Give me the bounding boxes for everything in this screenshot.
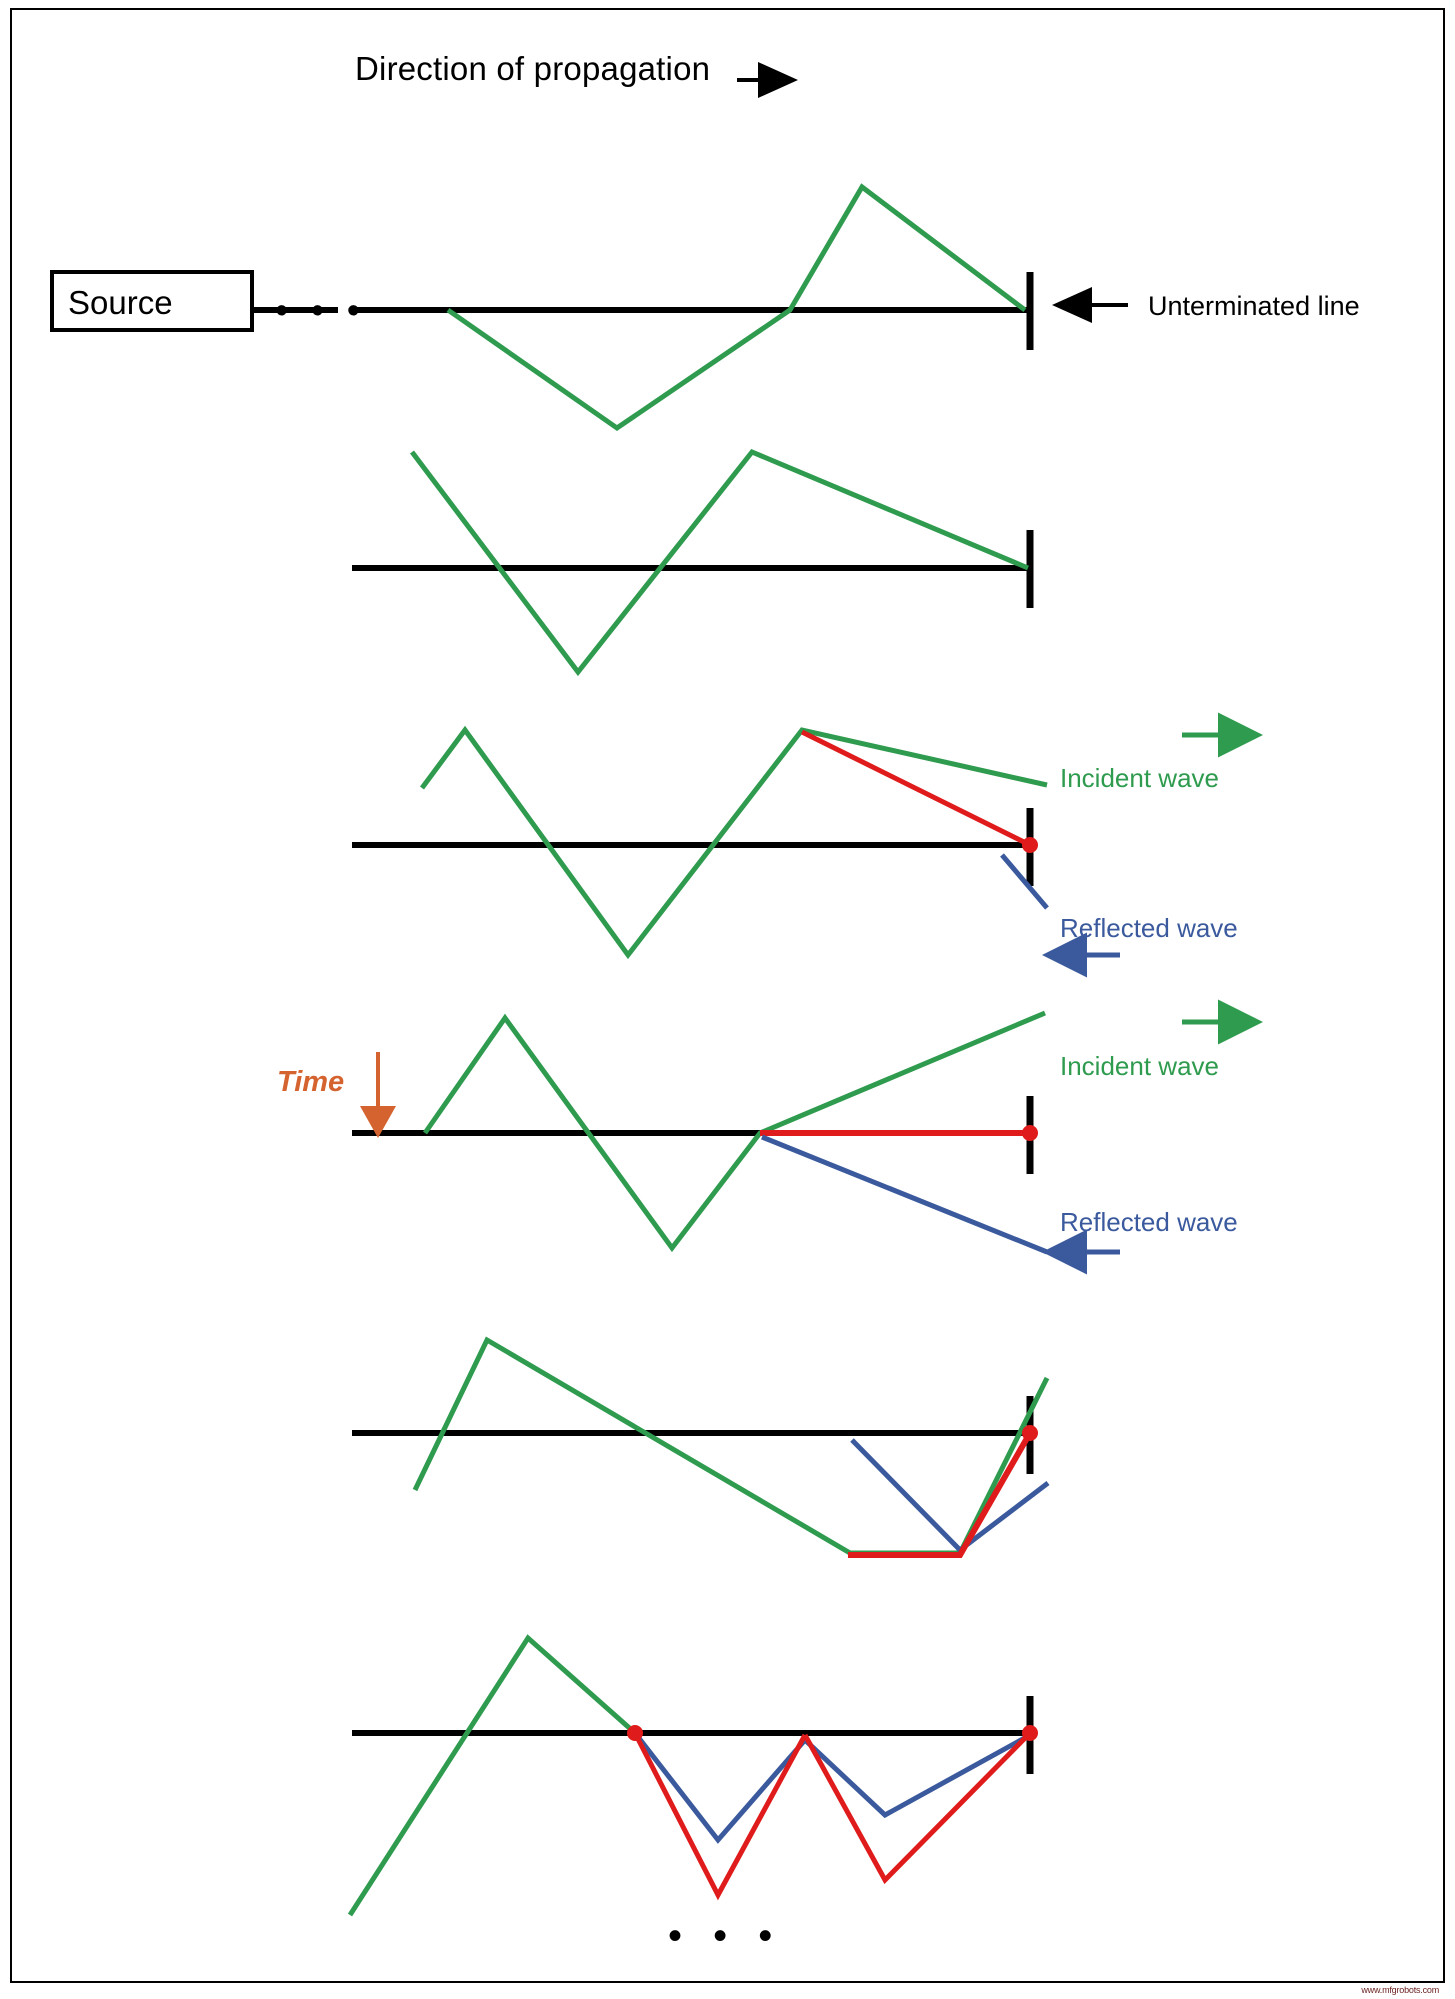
resultant-wave-path-6a	[632, 1731, 808, 1901]
unterminated-line-label: Unterminated line	[1148, 291, 1360, 321]
source-box[interactable]	[50, 270, 254, 332]
panel-2	[352, 448, 1034, 677]
reflected-wave-path-4	[761, 1134, 1048, 1255]
incident-wave-path-4	[422, 1010, 1046, 1253]
incident-wave-path-6	[347, 1634, 637, 1917]
lead-ellipsis: • • •	[275, 290, 367, 332]
resultant-endpoint-dot-4	[1022, 1125, 1038, 1141]
time-label: Time	[277, 1066, 345, 1098]
panel-4	[352, 999, 1263, 1275]
resultant-endpoint-dot-5	[1022, 1425, 1038, 1441]
reflected-wave-path-3	[1000, 853, 1049, 910]
page-title: Direction of propagation	[355, 50, 711, 87]
resultant-wave-path-3	[800, 729, 1032, 848]
reflected-wave-label-2: Reflected wave	[1060, 1207, 1238, 1237]
panel-1	[252, 183, 1128, 432]
reflected-wave-label-1: Reflected wave	[1060, 913, 1238, 943]
figure-border	[10, 8, 1445, 1983]
panel-3	[352, 712, 1263, 978]
reflected-wave-path-6a	[633, 1731, 807, 1844]
incident-wave-path-2	[410, 448, 1029, 677]
resultant-endpoint-dot-6a	[627, 1725, 643, 1741]
resultant-endpoint-dot-3	[1022, 837, 1038, 853]
incident-wave-label-2: Incident wave	[1060, 1051, 1219, 1081]
incident-wave-path-5	[412, 1336, 1050, 1556]
panel-5	[352, 1336, 1050, 1558]
resultant-wave-path-6b	[802, 1731, 1032, 1885]
reflected-wave-path-6b	[803, 1732, 1032, 1819]
resultant-endpoint-dot-6b	[1022, 1725, 1038, 1741]
resultant-wave-path-5	[848, 1431, 1033, 1558]
source-label: Source	[68, 284, 173, 321]
credit-watermark: www.mfgrobots.com	[1361, 1985, 1439, 1995]
panel-6	[347, 1634, 1038, 1917]
bottom-ellipsis: • • •	[668, 1914, 783, 1958]
incident-wave-path-3	[419, 725, 1048, 960]
incident-wave-label-1: Incident wave	[1060, 763, 1219, 793]
incident-wave-path-1	[446, 183, 1027, 432]
